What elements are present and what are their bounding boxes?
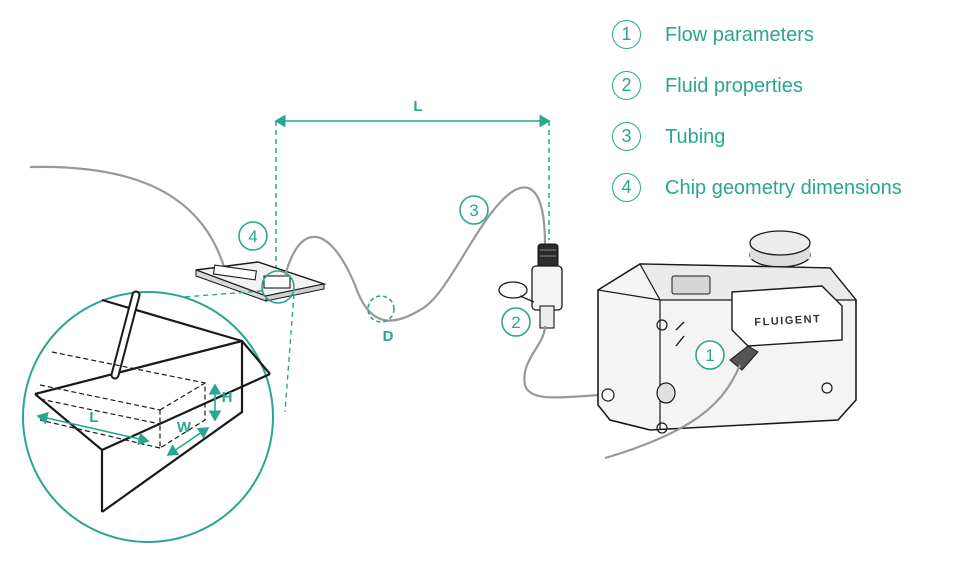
legend: 1 Flow parameters 2 Fluid properties 3 T… bbox=[612, 20, 962, 224]
controller-cable bbox=[604, 364, 742, 460]
callout-3: 3 bbox=[459, 195, 489, 225]
svg-text:2: 2 bbox=[511, 313, 520, 332]
legend-number: 3 bbox=[612, 122, 641, 151]
flow-sensor bbox=[498, 243, 563, 329]
legend-number: 2 bbox=[612, 71, 641, 100]
tubing-diameter-label: D bbox=[383, 328, 394, 345]
channel-width-label: W bbox=[177, 419, 192, 436]
legend-item-chip-geometry: 4 Chip geometry dimensions bbox=[612, 173, 962, 224]
outlet-tubing bbox=[283, 186, 547, 322]
channel-length-label: L bbox=[89, 409, 98, 426]
channel-zoom-detail: L H W bbox=[22, 290, 274, 543]
svg-text:4: 4 bbox=[248, 227, 257, 246]
svg-text:3: 3 bbox=[469, 201, 478, 220]
legend-number: 1 bbox=[612, 20, 641, 49]
svg-text:1: 1 bbox=[705, 346, 714, 365]
tubing-length-label: L bbox=[413, 98, 422, 115]
legend-label: Chip geometry dimensions bbox=[665, 177, 902, 199]
callout-1: 1 bbox=[695, 340, 725, 370]
inlet-tubing bbox=[29, 165, 227, 271]
tubing-length-dimension: L bbox=[274, 98, 551, 275]
device-brand: FLUIGENT bbox=[754, 313, 822, 328]
callout-4: 4 bbox=[238, 221, 268, 251]
callout-2: 2 bbox=[501, 307, 531, 337]
legend-item-flow-parameters: 1 Flow parameters bbox=[612, 20, 962, 71]
tubing-diameter-marker bbox=[367, 295, 395, 323]
legend-label: Fluid properties bbox=[665, 75, 803, 97]
channel-height-label: H bbox=[222, 389, 233, 406]
microfluidic-chip bbox=[195, 261, 327, 302]
legend-item-fluid-properties: 2 Fluid properties bbox=[612, 71, 962, 122]
legend-label: Flow parameters bbox=[665, 24, 814, 46]
pressure-controller: FLUIGENT bbox=[597, 230, 858, 434]
chip-zoom-marker bbox=[261, 270, 295, 304]
legend-item-tubing: 3 Tubing bbox=[612, 122, 962, 173]
legend-label: Tubing bbox=[665, 126, 726, 148]
legend-number: 4 bbox=[612, 173, 641, 202]
sensor-to-controller-tubing bbox=[523, 325, 606, 399]
